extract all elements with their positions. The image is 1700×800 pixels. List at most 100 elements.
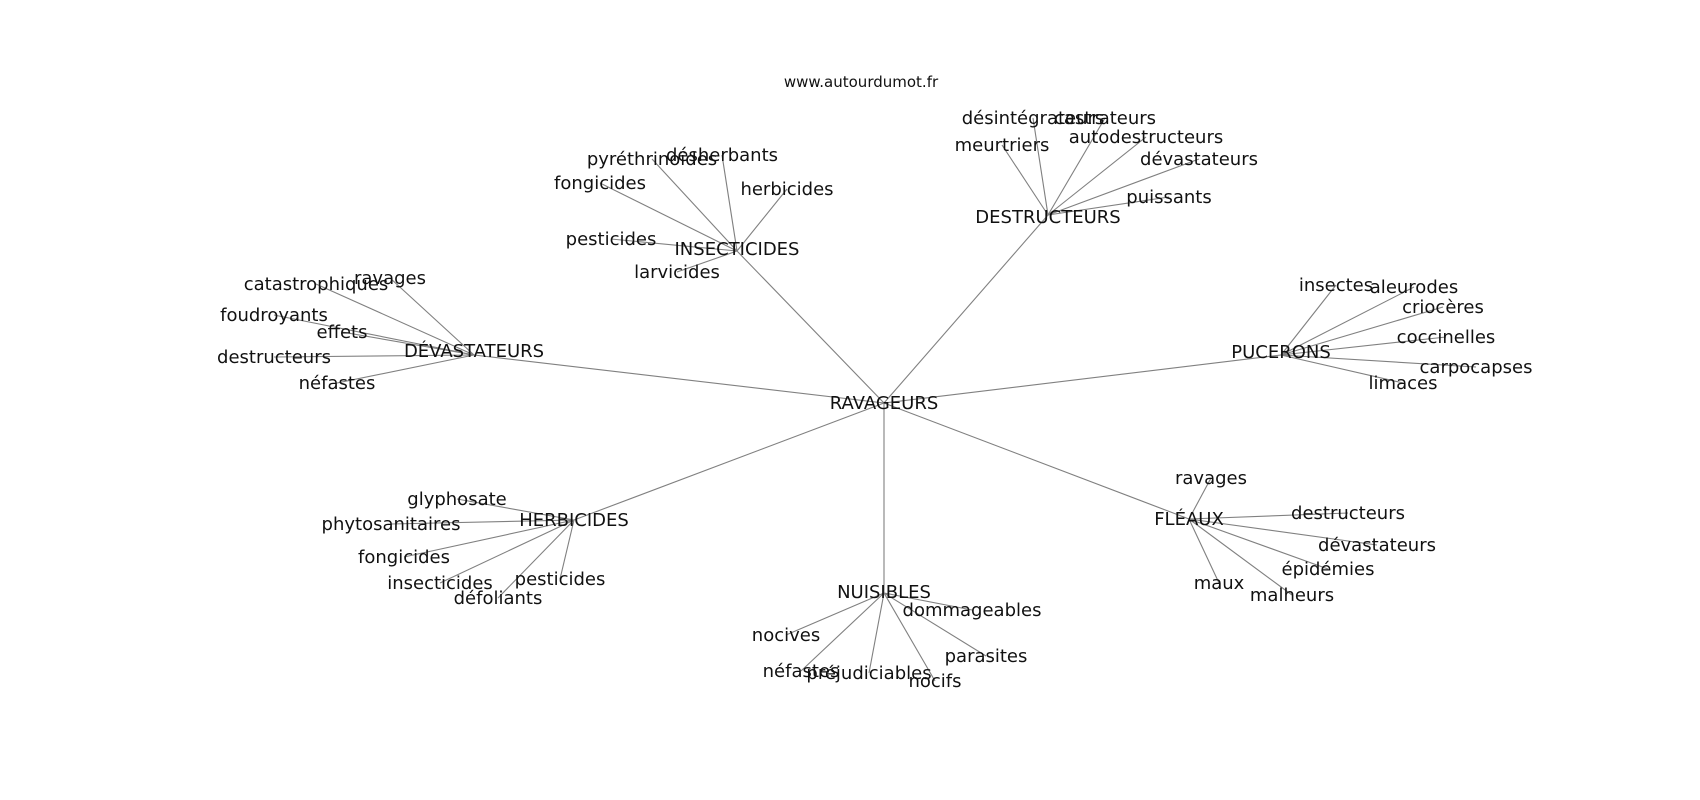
leaf-node-herbicides: fongicides	[358, 547, 450, 568]
hub-node-nuisibles: NUISIBLES	[837, 582, 931, 603]
edge-fleaux-leaf-5	[1188, 518, 1293, 596]
edge-nuisibles-leaf-3	[800, 592, 885, 672]
edge-herbicides-leaf-0	[456, 498, 575, 521]
edge-nuisibles-leaf-2	[883, 592, 987, 657]
leaf-node-pucerons: carpocapses	[1420, 357, 1533, 378]
leaf-node-nuisibles: néfastes	[763, 661, 840, 682]
graph-labels: www.autourdumot.fr RAVAGEURS INSECTICIDES…	[217, 73, 1532, 692]
hub-node-destructeurs: DESTRUCTEURS	[975, 207, 1120, 228]
edge-pucerons-leaf-2	[1280, 306, 1444, 356]
leaf-node-nuisibles: dommageables	[903, 600, 1042, 621]
leaf-node-insecticides: pesticides	[566, 229, 657, 250]
leaf-node-nuisibles: nocifs	[908, 671, 961, 692]
leaf-node-herbicides: défoliants	[454, 588, 543, 609]
edge-insecticides-leaf-5	[676, 250, 738, 273]
edge-pucerons-leaf-1	[1280, 286, 1415, 356]
edge-destructeurs-leaf-3	[1047, 136, 1147, 216]
edge-fleaux-leaf-1	[1188, 512, 1349, 520]
edge-destructeurs-leaf-5	[1047, 196, 1170, 216]
leaf-node-devastateurs: destructeurs	[217, 347, 331, 368]
edge-fleaux-leaf-0	[1188, 477, 1212, 520]
edge-pucerons-leaf-3	[1280, 336, 1447, 356]
edge-nuisibles-leaf-4	[868, 592, 885, 674]
leaf-node-devastateurs: ravages	[354, 268, 426, 289]
hub-node-fleaux: FLÉAUX	[1154, 508, 1224, 530]
edge-destructeurs-leaf-1	[1047, 117, 1106, 216]
leaf-node-insecticides: fongicides	[554, 173, 646, 194]
edge-herbicides-leaf-3	[439, 519, 575, 584]
leaf-node-destructeurs: castrateurs	[1054, 108, 1156, 129]
leaf-node-pucerons: limaces	[1369, 373, 1438, 394]
edge-herbicides-leaf-2	[403, 519, 575, 558]
leaf-node-pucerons: coccinelles	[1397, 327, 1496, 348]
edge-destructeurs-leaf-4	[1047, 158, 1200, 216]
hub-node-insecticides: INSECTICIDES	[675, 239, 800, 260]
edge-pucerons-leaf-0	[1280, 284, 1337, 356]
leaf-node-pucerons: aleurodes	[1370, 277, 1458, 298]
leaf-node-destructeurs: meurtriers	[955, 135, 1050, 156]
edge-devastateurs-leaf-1	[315, 283, 475, 356]
edge-fleaux-leaf-2	[1188, 518, 1378, 546]
edge-center-devastateurs	[473, 354, 885, 404]
leaf-node-destructeurs: puissants	[1126, 187, 1211, 208]
leaf-node-pucerons: criocères	[1402, 297, 1484, 318]
edge-devastateurs-leaf-4	[273, 354, 475, 358]
leaf-node-devastateurs: catastrophiques	[244, 274, 389, 295]
edge-fleaux-leaf-4	[1188, 518, 1220, 584]
edge-destructeurs-leaf-0	[1032, 117, 1049, 216]
edge-nuisibles-leaf-1	[785, 592, 885, 636]
leaf-node-nuisibles: nocives	[752, 625, 820, 646]
edge-nuisibles-leaf-5	[883, 592, 936, 682]
graph-edges	[273, 117, 1477, 682]
edge-pucerons-leaf-4	[1280, 354, 1477, 368]
edge-nuisibles-leaf-0	[883, 592, 973, 611]
leaf-node-fleaux: épidémies	[1282, 559, 1375, 580]
edge-insecticides-leaf-1	[651, 158, 738, 252]
leaf-node-nuisibles: parasites	[945, 646, 1028, 667]
hub-node-devastateurs: DÉVASTATEURS	[404, 340, 544, 362]
leaf-node-fleaux: malheurs	[1250, 585, 1334, 606]
hub-node-pucerons: PUCERONS	[1231, 342, 1331, 363]
leaf-node-destructeurs: autodestructeurs	[1069, 127, 1223, 148]
leaf-node-destructeurs: désintégrateurs	[962, 108, 1105, 129]
leaf-node-insecticides: larvicides	[634, 262, 720, 283]
edge-insecticides-leaf-3	[736, 188, 788, 252]
leaf-node-herbicides: phytosanitaires	[322, 514, 461, 535]
leaf-node-fleaux: dévastateurs	[1318, 535, 1436, 556]
leaf-node-devastateurs: effets	[317, 322, 368, 343]
leaf-node-fleaux: maux	[1194, 573, 1245, 594]
edge-insecticides-leaf-2	[599, 182, 738, 252]
edge-center-fleaux	[883, 402, 1190, 520]
edge-herbicides-leaf-4	[559, 519, 575, 580]
leaf-node-herbicides: insecticides	[387, 573, 493, 594]
leaf-node-insecticides: pyréthrinoïdes	[587, 149, 717, 170]
edge-center-pucerons	[883, 354, 1282, 404]
edge-pucerons-leaf-5	[1280, 354, 1404, 384]
leaf-node-destructeurs: dévastateurs	[1140, 149, 1258, 170]
leaf-node-devastateurs: néfastes	[299, 373, 376, 394]
edge-center-insecticides	[736, 250, 885, 404]
edge-insecticides-leaf-4	[610, 238, 738, 252]
leaf-node-pucerons: insectes	[1299, 275, 1373, 296]
edge-devastateurs-leaf-5	[336, 354, 475, 384]
center-node-label: RAVAGEURS	[830, 393, 939, 414]
leaf-node-insecticides: herbicides	[740, 179, 833, 200]
edge-fleaux-leaf-3	[1188, 518, 1329, 570]
edge-insecticides-leaf-0	[721, 154, 738, 252]
hub-node-herbicides: HERBICIDES	[519, 510, 629, 531]
edge-herbicides-leaf-5	[497, 519, 575, 599]
leaf-node-insecticides: désherbants	[666, 145, 778, 166]
edge-devastateurs-leaf-3	[341, 331, 475, 356]
edge-center-herbicides	[573, 402, 885, 521]
leaf-node-herbicides: glyphosate	[407, 489, 506, 510]
watermark: www.autourdumot.fr	[784, 73, 939, 91]
leaf-node-fleaux: ravages	[1175, 468, 1247, 489]
edge-herbicides-leaf-1	[390, 519, 575, 525]
edge-destructeurs-leaf-2	[1001, 144, 1049, 216]
leaf-node-herbicides: pesticides	[515, 569, 606, 590]
leaf-node-devastateurs: foudroyants	[220, 305, 328, 326]
edge-devastateurs-leaf-0	[389, 277, 475, 356]
edge-center-destructeurs	[883, 214, 1049, 404]
leaf-node-fleaux: destructeurs	[1291, 503, 1405, 524]
